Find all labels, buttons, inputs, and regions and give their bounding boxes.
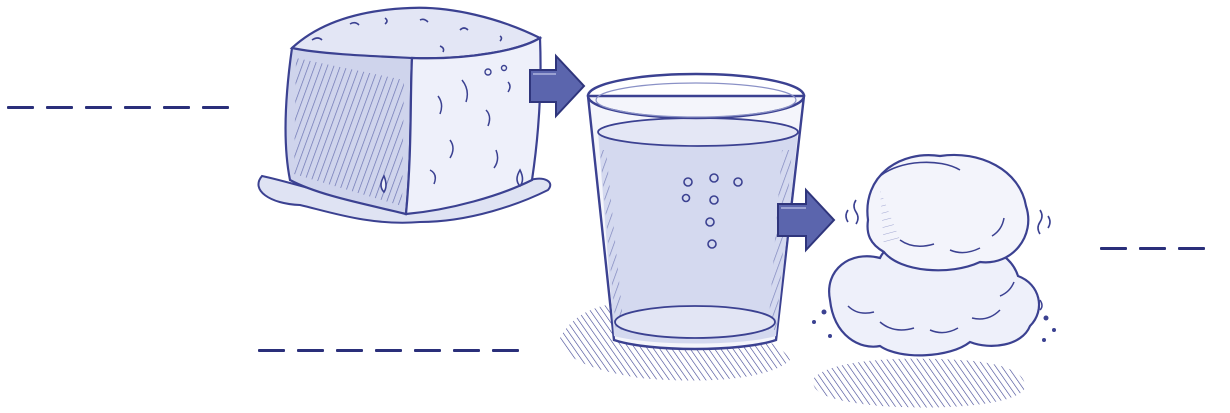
water-glass-illustration <box>560 74 804 381</box>
ice-cube-illustration <box>258 8 550 223</box>
steam-cloud-illustration <box>812 155 1056 407</box>
